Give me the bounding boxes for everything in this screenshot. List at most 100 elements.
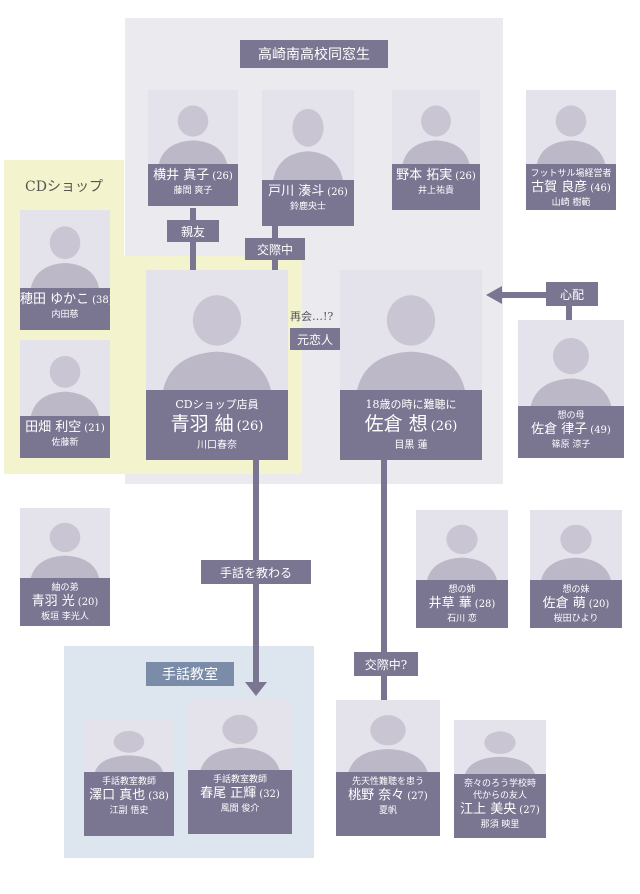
person-silhouette-icon <box>427 524 497 580</box>
actor-name: 山崎 樹範 <box>551 198 591 208</box>
portrait-hana <box>416 510 508 580</box>
character-name-line: 横井 真子(26) <box>148 168 238 185</box>
character-name: 江上 美央 <box>460 802 517 817</box>
actor-name: 内田慈 <box>51 310 79 320</box>
koisaichu-label: 交際中 <box>245 238 305 260</box>
character-name: 横井 真子 <box>153 168 210 183</box>
portrait-egami <box>454 720 546 774</box>
portrait-sawaguchi <box>84 720 174 772</box>
character-card-egami: 奈々のろう学校時代からの友人江上 美央(27)那須 映里 <box>454 774 546 838</box>
character-name: 野本 拓実 <box>396 168 453 183</box>
shinpai-line <box>500 292 570 298</box>
portrait-tabata <box>20 340 110 416</box>
character-name: 桃野 奈々 <box>348 788 405 803</box>
character-card-haruo: 手話教室教師春尾 正輝(32)風間 俊介 <box>188 770 292 834</box>
sign-school-group-label: 手話教室 <box>146 662 234 686</box>
person-silhouette-icon <box>402 105 470 164</box>
actor-name: 桜田ひより <box>553 614 599 624</box>
actor-name: 夏帆 <box>378 806 397 816</box>
character-card-tsumugi: CDショップ店員青羽 紬(26)川口春奈 <box>146 390 288 460</box>
character-role: 紬の弟 <box>51 583 79 593</box>
character-card-momono: 先天性難聴を患う桃野 奈々(27)夏帆 <box>336 772 440 836</box>
so-to-momono-line <box>381 458 387 700</box>
character-card-hana: 想の姉井草 華(28)石川 恋 <box>416 580 508 628</box>
character-name: 春尾 正輝 <box>200 786 257 801</box>
character-age: (26) <box>327 187 348 198</box>
character-age: (38) <box>92 295 110 306</box>
character-name-line: 江上 美央(27) <box>454 802 546 819</box>
person-silhouette-icon <box>348 715 428 772</box>
character-name: 青羽 光 <box>31 594 75 609</box>
character-name: 澤口 真也 <box>89 788 146 803</box>
portrait-togawa <box>262 90 354 180</box>
character-name: 古賀 良彦 <box>531 180 588 195</box>
character-name-line: 青羽 光(20) <box>20 594 110 611</box>
portrait-koga <box>526 90 616 164</box>
character-card-yokoi: 横井 真子(26)藤間 爽子 <box>148 164 238 206</box>
character-age: (20) <box>588 599 610 610</box>
character-card-hikaru: 紬の弟青羽 光(20)板垣 李光人 <box>20 578 110 626</box>
character-age: (49) <box>590 425 611 436</box>
character-name-line: 戸川 湊斗(26) <box>262 184 354 201</box>
actor-name: 井上祐貴 <box>417 186 454 196</box>
portrait-hikaru <box>20 508 110 578</box>
person-silhouette-icon <box>94 730 164 772</box>
character-card-ritsuko: 想の母佐倉 律子(49)篠原 涼子 <box>518 406 624 458</box>
shinpai-arrowhead <box>486 286 502 304</box>
portrait-moe <box>530 510 622 580</box>
actor-name: 藤間 爽子 <box>173 186 213 196</box>
ritsuko-up-line <box>566 292 572 322</box>
person-silhouette-icon <box>200 714 280 770</box>
character-name: 佐倉 律子 <box>531 422 588 437</box>
shuwa-oshieru-label: 手話を教わる <box>201 560 311 584</box>
character-age: (26) <box>236 419 264 434</box>
person-silhouette-icon <box>357 295 465 390</box>
character-card-togawa: 戸川 湊斗(26)鈴鹿央士 <box>262 180 354 226</box>
portrait-momono <box>336 700 440 772</box>
person-silhouette-icon <box>30 355 100 416</box>
character-role: フットサル場経営者 <box>530 169 612 179</box>
character-name: 田畑 利空 <box>25 420 82 435</box>
person-silhouette-icon <box>158 105 228 164</box>
character-card-hoda: 穂田 ゆかこ(38) 内田慈 <box>20 288 110 330</box>
cd-shop-group-label: CDショップ <box>25 179 103 195</box>
character-age: (27) <box>519 805 540 816</box>
school-arrowhead <box>245 682 267 696</box>
character-name: 井草 華 <box>428 596 472 611</box>
actor-name: 佐藤新 <box>51 438 79 448</box>
character-age: (26) <box>430 419 458 434</box>
character-role: CDショップ店員 <box>175 398 259 411</box>
actor-name: 川口春奈 <box>197 440 237 451</box>
character-age: (21) <box>84 423 105 434</box>
shinpai-label: 心配 <box>546 282 598 306</box>
character-age: (46) <box>590 183 611 194</box>
character-card-so: 18歳の時に難聴に佐倉 想(26)目黒 蓮 <box>340 390 482 460</box>
character-name-line: 田畑 利空(21) <box>20 420 110 437</box>
portrait-ritsuko <box>518 320 624 406</box>
character-name-line: 野本 拓実(26) <box>392 168 480 185</box>
character-name-line: 青羽 紬(26) <box>146 412 288 439</box>
portrait-tsumugi <box>146 270 288 390</box>
character-role: 想の母 <box>557 411 585 421</box>
actor-name: 板垣 李光人 <box>41 612 89 622</box>
actor-name: 石川 恋 <box>447 614 477 624</box>
actor-name: 江副 悟史 <box>109 806 149 816</box>
person-silhouette-icon <box>541 524 611 580</box>
character-age: (27) <box>407 791 428 802</box>
person-silhouette-icon <box>536 105 606 164</box>
saikai-label: 再会…!? <box>290 310 334 323</box>
portrait-hoda <box>20 210 110 288</box>
character-role: 想の姉 <box>448 585 476 595</box>
character-name: 穂田 ゆかこ <box>20 292 90 307</box>
character-name: 佐倉 萌 <box>542 596 586 611</box>
character-age: (32) <box>259 789 280 800</box>
person-silhouette-icon <box>465 731 535 774</box>
motokoibito-label: 元恋人 <box>290 328 340 350</box>
shinyu-label: 親友 <box>167 220 219 242</box>
character-name-line: 佐倉 想(26) <box>340 412 482 439</box>
character-name-line: 佐倉 律子(49) <box>518 422 624 439</box>
character-name-line: 春尾 正輝(32) <box>188 786 292 803</box>
actor-name: 目黒 蓮 <box>394 440 428 451</box>
character-card-tabata: 田畑 利空(21)佐藤新 <box>20 416 110 458</box>
character-card-koga: フットサル場経営者古賀 良彦(46) 山崎 樹範 <box>526 164 616 210</box>
